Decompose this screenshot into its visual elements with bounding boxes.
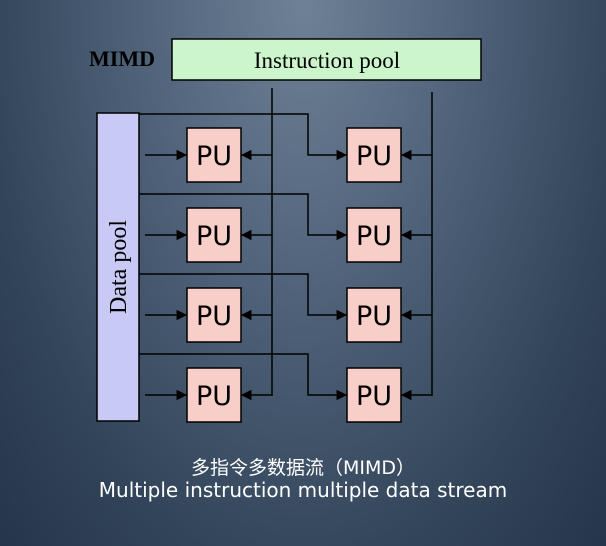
instruction-pool: Instruction pool (171, 38, 482, 81)
data-line-col2 (139, 193, 348, 241)
caption-english: Multiple instruction multiple data strea… (98, 478, 508, 502)
pu-label: PU (356, 301, 392, 332)
pu-box (186, 367, 242, 423)
pu-grid: PU PU PU PU PU PU PU PU (139, 113, 432, 423)
data-line-col2 (139, 353, 348, 401)
pu-label: PU (196, 381, 232, 412)
pu-box (346, 367, 402, 423)
pu-label: PU (356, 141, 392, 172)
pu-box (186, 287, 242, 343)
pu-box (346, 127, 402, 183)
caption-chinese: 多指令多数据流（MIMD） (190, 457, 416, 479)
pu-box (186, 127, 242, 183)
pu-label: PU (356, 221, 392, 252)
data-pool-label: Data pool (106, 220, 132, 314)
pu-label: PU (356, 381, 392, 412)
mimd-label: MIMD (89, 46, 155, 71)
pu-box (346, 207, 402, 263)
pu-label: PU (196, 301, 232, 332)
pu-box (346, 287, 402, 343)
data-line-col2 (139, 273, 348, 321)
instruction-pool-label: Instruction pool (254, 48, 400, 73)
pu-label: PU (196, 221, 232, 252)
pu-box (186, 207, 242, 263)
data-pool: Data pool (96, 112, 140, 422)
data-line-col2 (139, 113, 348, 161)
pu-label: PU (196, 141, 232, 172)
